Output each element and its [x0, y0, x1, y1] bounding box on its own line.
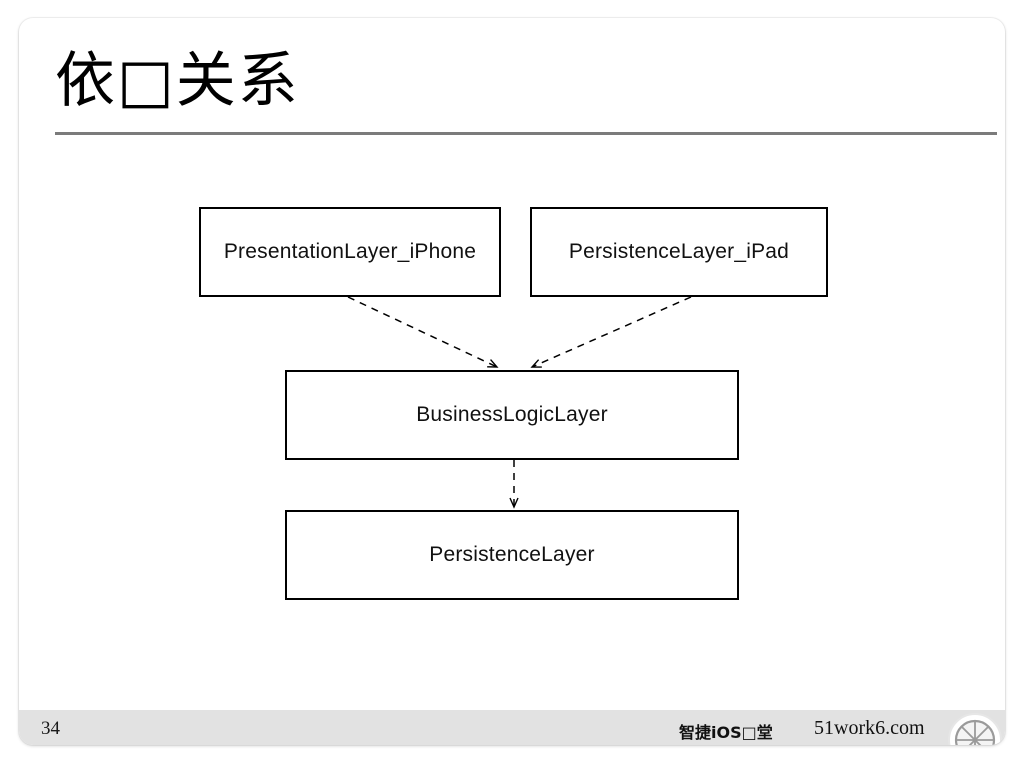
footer-bar — [19, 710, 1005, 745]
node-label: BusinessLogicLayer — [416, 403, 608, 426]
edge-persistence-ipad-to-business — [530, 296, 692, 368]
node-presentation-layer-iphone[interactable]: PresentationLayer_iPhone — [199, 207, 501, 297]
slide-canvas: 依□关系 PresentationLayer_iPhone Persistenc… — [19, 18, 1005, 745]
footer-site-url: 51work6.com — [814, 717, 925, 739]
wheel-logo-icon — [948, 713, 1002, 745]
node-persistence-layer-ipad[interactable]: PersistenceLayer_iPad — [530, 207, 828, 297]
footer-brand-text: 智捷iOS□堂 — [679, 723, 773, 742]
edge-presentation-to-business — [347, 296, 499, 368]
dependency-diagram: PresentationLayer_iPhone PersistenceLaye… — [19, 18, 1005, 745]
page-title: 依□关系 — [55, 46, 300, 116]
title-divider — [55, 132, 997, 135]
node-label: PersistenceLayer — [429, 543, 595, 566]
node-persistence-layer[interactable]: PersistenceLayer — [285, 510, 739, 600]
node-label: PresentationLayer_iPhone — [223, 240, 477, 263]
node-label: PersistenceLayer_iPad — [568, 240, 790, 263]
page-number: 34 — [41, 718, 60, 739]
node-business-logic-layer[interactable]: BusinessLogicLayer — [285, 370, 739, 460]
